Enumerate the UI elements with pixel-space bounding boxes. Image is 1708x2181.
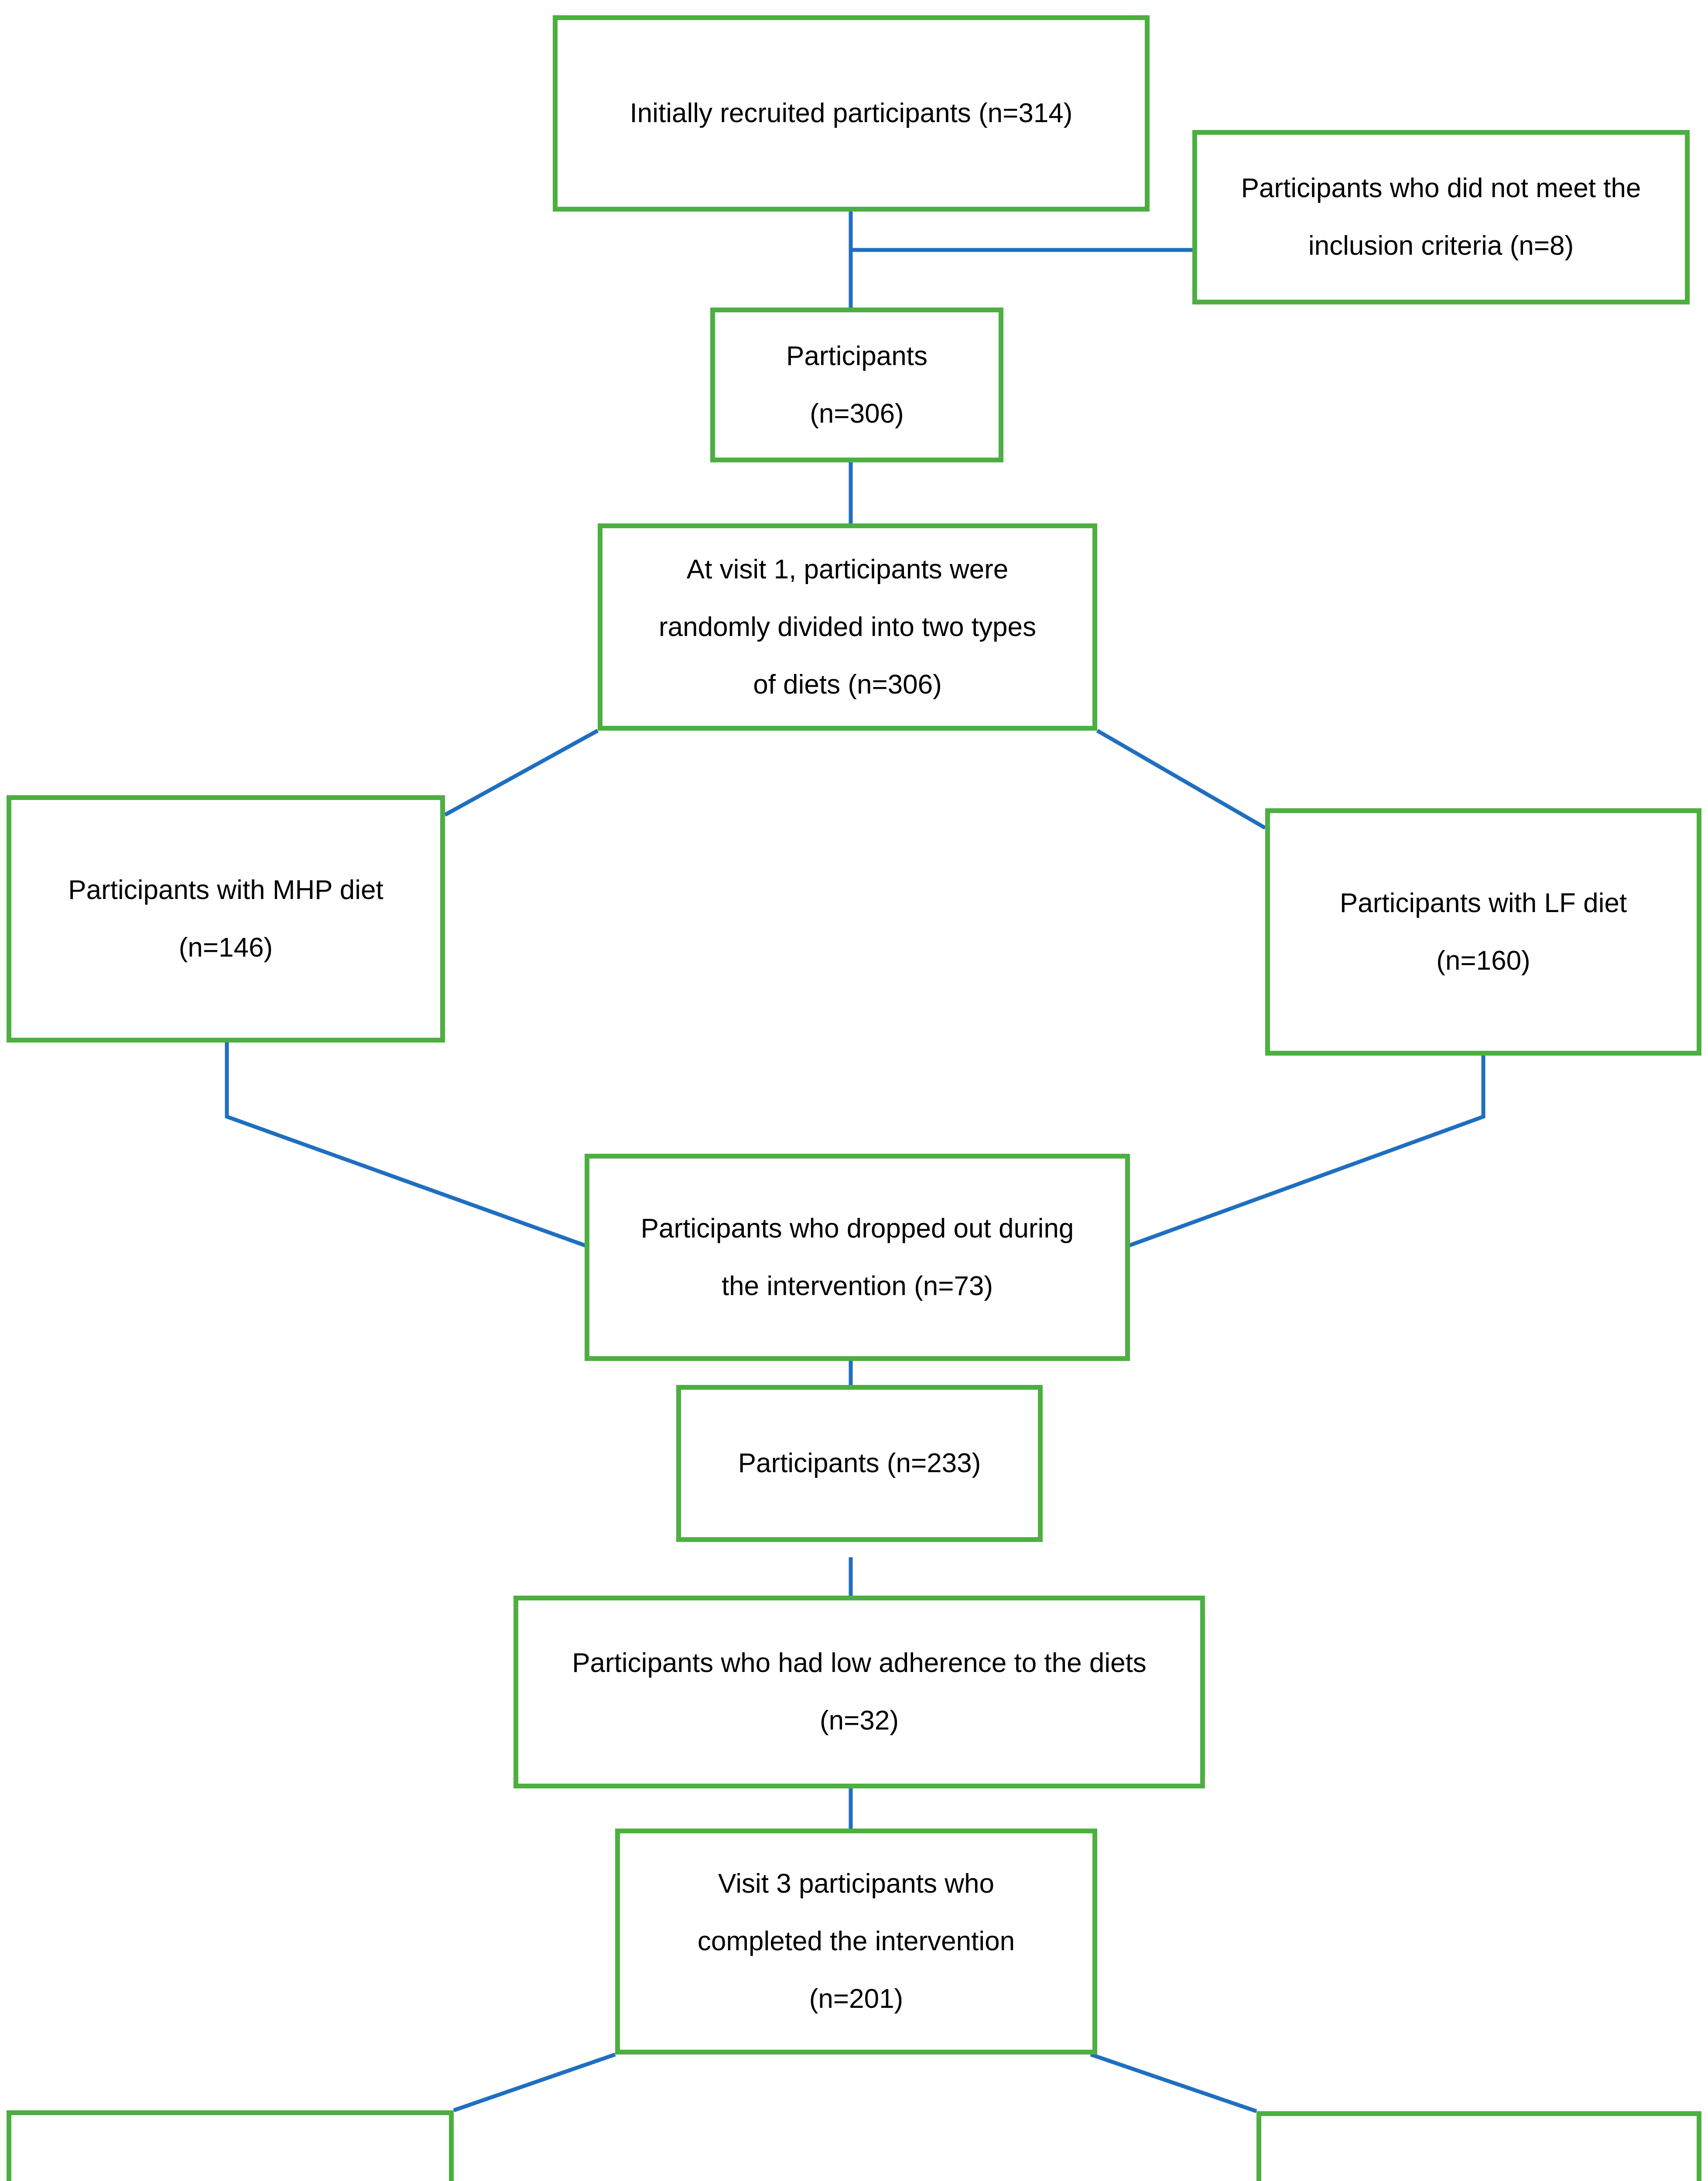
connector-visit3-to-post-mhp [453, 2052, 616, 2113]
connector-lf-to-droppedout [1120, 1056, 1486, 1251]
node-text-line: Participants who dropped out during [640, 1213, 1074, 1244]
node-text-line: Initially recruited participants (n=314) [630, 98, 1073, 128]
node-text-line: Participants with MHP diet [68, 875, 383, 905]
node-text-line: (n=146) [178, 932, 273, 963]
node-participants-306[interactable]: Participants (n=306) [710, 308, 1003, 462]
connector-randomisation-to-lf [1096, 729, 1266, 830]
node-text-line: Participants with LF diet [1339, 888, 1627, 918]
node-text-line: (n=201) [809, 1984, 904, 2014]
node-visit-3-completed-intervention[interactable]: Visit 3 participants who completed the i… [615, 1829, 1097, 2055]
node-participants-lf-diet[interactable]: Participants with LF diet (n=160) [1265, 808, 1701, 1056]
node-text-line: Post intervention participants [1261, 2180, 1697, 2181]
node-participants-mhp-diet[interactable]: Participants with MHP diet (n=146) [7, 795, 445, 1043]
node-text-line: Participants who had low adherence to th… [572, 1648, 1147, 1678]
node-post-intervention-lf-diet[interactable]: Post intervention participants with LF d… [1256, 2111, 1701, 2181]
node-visit-1-randomisation[interactable]: At visit 1, participants were randomly d… [598, 523, 1097, 731]
node-text-line: completed the intervention [697, 1926, 1015, 1956]
node-text-line: Participants (n=233) [738, 1448, 981, 1478]
node-not-meeting-inclusion-criteria[interactable]: Participants who did not meet the inclus… [1192, 130, 1690, 304]
node-text-line: (n=160) [1436, 945, 1530, 976]
node-text-line: At visit 1, participants were [686, 554, 1009, 585]
node-dropped-out-during-intervention[interactable]: Participants who dropped out during the … [585, 1154, 1130, 1361]
node-text-line: inclusion criteria (n=8) [1308, 231, 1574, 261]
node-text-line: Post intervention participants [11, 2179, 449, 2181]
connector-mhp-to-droppedout [225, 1043, 594, 1251]
connector-visit3-to-post-lf [1090, 2052, 1257, 2113]
node-text-line: (n=32) [820, 1706, 899, 1736]
node-participants-233[interactable]: Participants (n=233) [676, 1385, 1043, 1542]
node-text-line: Visit 3 participants who [718, 1869, 994, 1899]
node-initially-recruited[interactable]: Initially recruited participants (n=314) [553, 15, 1150, 212]
node-text-line: (n=306) [810, 398, 904, 429]
connector-randomisation-to-mhp [444, 729, 599, 817]
node-text-line: Participants who did not meet the [1241, 173, 1641, 203]
node-post-intervention-mhp-diet[interactable]: Post intervention participants with MHP … [7, 2110, 454, 2181]
node-text-line: the intervention (n=73) [721, 1271, 993, 1301]
node-text-line: randomly divided into two types [658, 612, 1036, 642]
node-text-line: of diets (n=306) [753, 669, 942, 700]
node-text-line: Participants [786, 341, 928, 371]
node-low-adherence-to-diets[interactable]: Participants who had low adherence to th… [513, 1596, 1205, 1788]
